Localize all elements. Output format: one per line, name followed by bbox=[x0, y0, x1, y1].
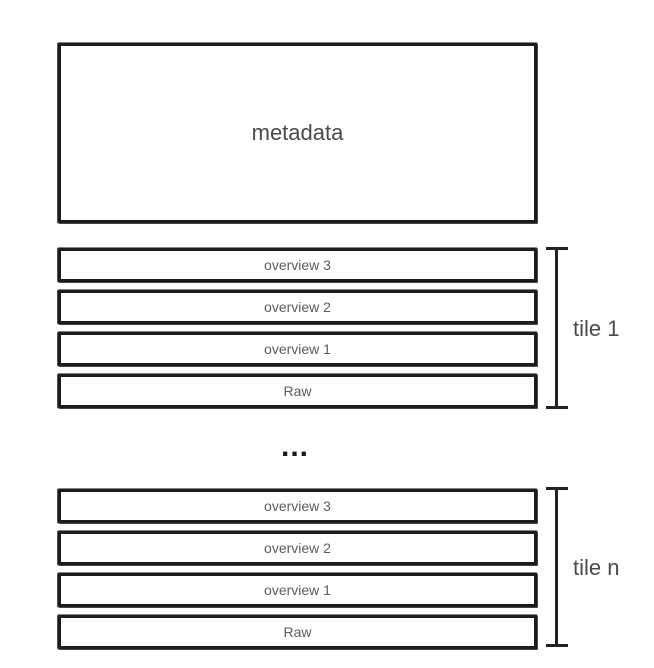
bracket-line bbox=[555, 247, 558, 409]
tile-n-layer-raw: Raw bbox=[58, 615, 537, 649]
bracket-tick-bottom bbox=[546, 644, 568, 647]
layer-label: overview 1 bbox=[264, 341, 331, 357]
layer-label: Raw bbox=[283, 624, 312, 640]
layer-label: overview 3 bbox=[264, 498, 331, 514]
tile-n-bracket bbox=[546, 487, 568, 647]
tile-1-bracket bbox=[546, 247, 568, 409]
layer-label: overview 2 bbox=[264, 299, 331, 315]
metadata-block: metadata bbox=[58, 43, 537, 223]
tile-1-label: tile 1 bbox=[573, 316, 620, 341]
tile-1-layer-overview-1: overview 1 bbox=[58, 332, 537, 366]
layer-label: overview 1 bbox=[264, 582, 331, 598]
bracket-tick-top bbox=[546, 247, 568, 250]
tile-n-layer-overview-1: overview 1 bbox=[58, 573, 537, 607]
metadata-label: metadata bbox=[251, 120, 344, 145]
layer-label: overview 2 bbox=[264, 540, 331, 556]
layer-label: Raw bbox=[283, 383, 312, 399]
ellipsis: ... bbox=[281, 430, 310, 463]
bracket-line bbox=[555, 487, 558, 647]
bracket-tick-top bbox=[546, 487, 568, 490]
tile-n-label: tile n bbox=[573, 555, 620, 580]
tile-n-layer-overview-2: overview 2 bbox=[58, 531, 537, 565]
layer-label: overview 3 bbox=[264, 257, 331, 273]
tile-1-layer-overview-2: overview 2 bbox=[58, 290, 537, 324]
tile-n-layer-overview-3: overview 3 bbox=[58, 489, 537, 523]
bracket-tick-bottom bbox=[546, 406, 568, 409]
tile-1-layer-overview-3: overview 3 bbox=[58, 248, 537, 282]
tile-1-layer-raw: Raw bbox=[58, 374, 537, 408]
